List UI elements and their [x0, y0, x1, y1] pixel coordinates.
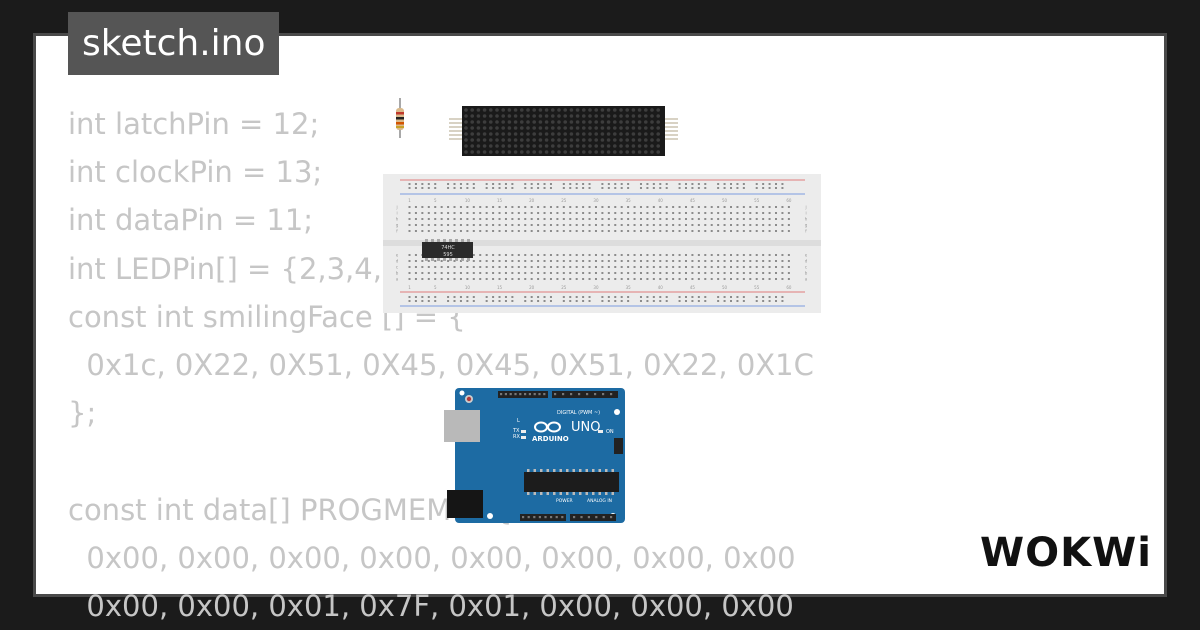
- chip-pins: [425, 239, 470, 261]
- file-tab[interactable]: sketch.ino: [68, 12, 280, 75]
- column-number: 25: [561, 285, 567, 290]
- tx-led: [521, 430, 526, 433]
- row-letter: h: [805, 217, 808, 222]
- led-matrix-dots: [464, 108, 660, 154]
- wokwi-logo[interactable]: WOKWi: [978, 524, 1153, 574]
- row-letter: g: [805, 223, 808, 228]
- led-matrix-pins: [449, 118, 678, 140]
- column-number: 35: [626, 198, 632, 203]
- row-letter: d: [805, 259, 808, 264]
- row-letter: c: [805, 265, 807, 270]
- arduino-headers: [498, 391, 623, 521]
- analog-label: ANALOG IN: [587, 498, 612, 504]
- column-number: 45: [690, 198, 696, 203]
- arduino-logo-icon: [534, 421, 561, 433]
- row-letter: i: [396, 211, 397, 216]
- tx-label: TX: [512, 428, 520, 434]
- usb-port: [444, 410, 480, 442]
- shift-register-chip[interactable]: 74HC 595: [422, 239, 473, 261]
- row-letter: d: [396, 259, 399, 264]
- column-number: 60: [786, 285, 792, 290]
- arduino-brand: ARDUINO: [532, 435, 569, 443]
- row-letter: h: [396, 217, 399, 222]
- column-number: 20: [529, 285, 535, 290]
- code-line: 0x1c, 0X22, 0X51, 0X45, 0X45, 0X51, 0X22…: [68, 347, 814, 382]
- row-letter: f: [396, 229, 398, 234]
- column-number: 60: [786, 198, 792, 203]
- code-line: const int data[] PROGMEM = {: [68, 492, 513, 527]
- breadboard-labels: 1155101015152020252530303535404045455050…: [395, 198, 807, 290]
- l-label: L: [517, 418, 520, 424]
- code-line: 0x00, 0x00, 0x00, 0x00, 0x00, 0x00, 0x00…: [68, 540, 796, 575]
- atmega-chip: [524, 472, 619, 492]
- column-number: 40: [658, 198, 664, 203]
- column-number: 10: [465, 198, 471, 203]
- column-number: 1: [408, 198, 411, 203]
- row-letter: c: [396, 265, 398, 270]
- column-number: 1: [408, 285, 411, 290]
- code-line: 0x00, 0x00, 0x01, 0x7F, 0x01, 0x00, 0x00…: [68, 588, 794, 623]
- code-line: const int smilingFace [] = {: [68, 299, 466, 334]
- row-letter: g: [396, 223, 399, 228]
- row-letter: j: [395, 205, 397, 210]
- row-letter: i: [805, 211, 806, 216]
- resistor[interactable]: [396, 98, 404, 138]
- column-number: 10: [465, 285, 471, 290]
- column-number: 50: [722, 198, 728, 203]
- power-jack: [447, 490, 483, 518]
- row-letter: b: [805, 271, 808, 276]
- code-line: int clockPin = 13;: [68, 155, 323, 190]
- column-number: 15: [497, 198, 503, 203]
- column-number: 45: [690, 285, 696, 290]
- code-line: int latchPin = 12;: [68, 107, 320, 141]
- chip-label-2: 595: [443, 252, 453, 258]
- arduino-model: UNO: [571, 420, 600, 435]
- row-letter: f: [805, 229, 807, 234]
- column-number: 55: [754, 285, 760, 290]
- arduino-uno-board[interactable]: UNO ARDUINO DIGITAL (PWM ~) POWER ANALOG…: [444, 388, 625, 523]
- atmega-chip-pins: [527, 469, 614, 495]
- row-letter: e: [805, 253, 808, 258]
- row-letter: e: [396, 253, 399, 258]
- power-label: POWER: [556, 498, 573, 504]
- column-number: 55: [754, 198, 760, 203]
- column-number: 30: [593, 285, 599, 290]
- on-label: ON: [606, 429, 614, 435]
- column-number: 50: [722, 285, 728, 290]
- chip-label-1: 74HC: [441, 245, 455, 251]
- breadboard-holes: [408, 183, 790, 302]
- column-number: 30: [593, 198, 599, 203]
- rx-label: RX: [513, 434, 520, 440]
- file-tab-title: sketch.ino: [82, 23, 266, 64]
- code-line: };: [68, 396, 97, 431]
- code-line: int LEDPin[] = {2,3,4,5: [68, 251, 401, 286]
- column-number: 35: [626, 285, 632, 290]
- code-line: int dataPin = 11;: [68, 203, 314, 238]
- led-matrix[interactable]: [449, 106, 678, 156]
- code-editor[interactable]: int latchPin = 12; int clockPin = 13; int …: [68, 100, 814, 630]
- on-led: [598, 430, 603, 433]
- column-number: 40: [658, 285, 664, 290]
- column-number: 15: [497, 285, 503, 290]
- digital-label: DIGITAL (PWM ~): [557, 410, 600, 416]
- row-letter: a: [396, 277, 399, 282]
- column-number: 5: [434, 198, 437, 203]
- row-letter: j: [804, 205, 806, 210]
- column-number: 20: [529, 198, 535, 203]
- rx-led: [521, 436, 526, 439]
- column-number: 25: [561, 198, 567, 203]
- wokwi-logo-text: WOKWi: [980, 530, 1152, 574]
- column-number: 5: [434, 285, 437, 290]
- row-letter: b: [396, 271, 399, 276]
- row-letter: a: [805, 277, 808, 282]
